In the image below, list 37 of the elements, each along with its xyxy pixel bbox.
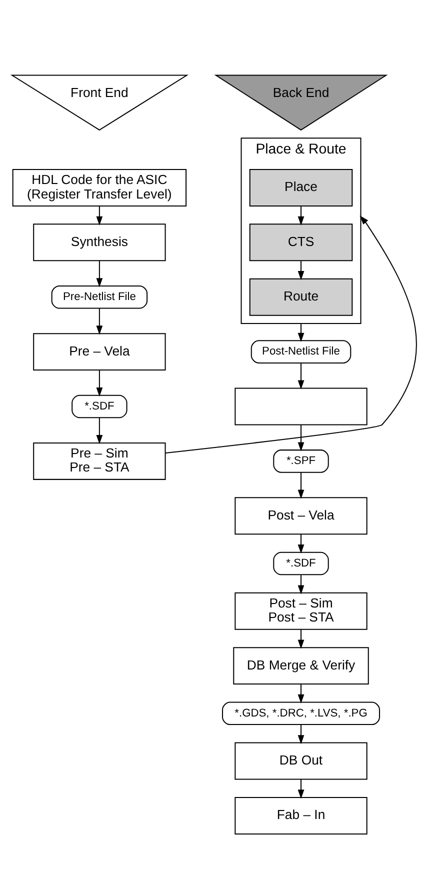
node-box: Place xyxy=(249,168,353,206)
node-box: Pre-Netlist File xyxy=(51,285,148,309)
node-box: DB Out xyxy=(234,742,368,780)
node-box: *.SDF xyxy=(273,552,329,576)
arrow xyxy=(298,260,304,280)
arrow xyxy=(165,216,417,454)
arrow xyxy=(298,206,304,226)
node-box xyxy=(234,388,368,426)
node-box: DB Merge & Verify xyxy=(233,647,369,685)
arrow xyxy=(298,424,304,452)
arrow xyxy=(298,534,304,554)
node-box: Synthesis xyxy=(33,224,166,262)
node-box: *.SDF xyxy=(72,394,128,418)
node-box: *.SPF xyxy=(273,450,329,473)
node-box: Post – Sim Post – STA xyxy=(234,592,368,630)
node-box: *.GDS, *.DRC, *.LVS, *.PG xyxy=(222,702,380,726)
arrow xyxy=(298,575,304,594)
arrow xyxy=(96,308,103,335)
arrow xyxy=(298,323,304,342)
arrow xyxy=(298,472,304,499)
arrow xyxy=(96,370,103,397)
node-box: CTS xyxy=(249,224,353,262)
arrow xyxy=(96,260,103,288)
node-box: Pre – Sim Pre – STA xyxy=(33,442,166,480)
node-box: Post-Netlist File xyxy=(250,340,352,364)
node-box: HDL Code for the ASIC (Register Transfer Level) xyxy=(12,168,187,206)
arrow xyxy=(96,418,103,444)
arrow xyxy=(96,206,103,226)
node-box: Pre – Vela xyxy=(33,333,166,371)
node-box: Fab – In xyxy=(234,796,368,834)
node-box: Route xyxy=(249,278,353,316)
arrow xyxy=(298,362,304,390)
arrow xyxy=(298,725,304,744)
node-box: Post – Vela xyxy=(234,497,368,535)
arrow xyxy=(298,779,304,799)
arrow xyxy=(298,629,304,649)
arrow xyxy=(298,684,304,704)
